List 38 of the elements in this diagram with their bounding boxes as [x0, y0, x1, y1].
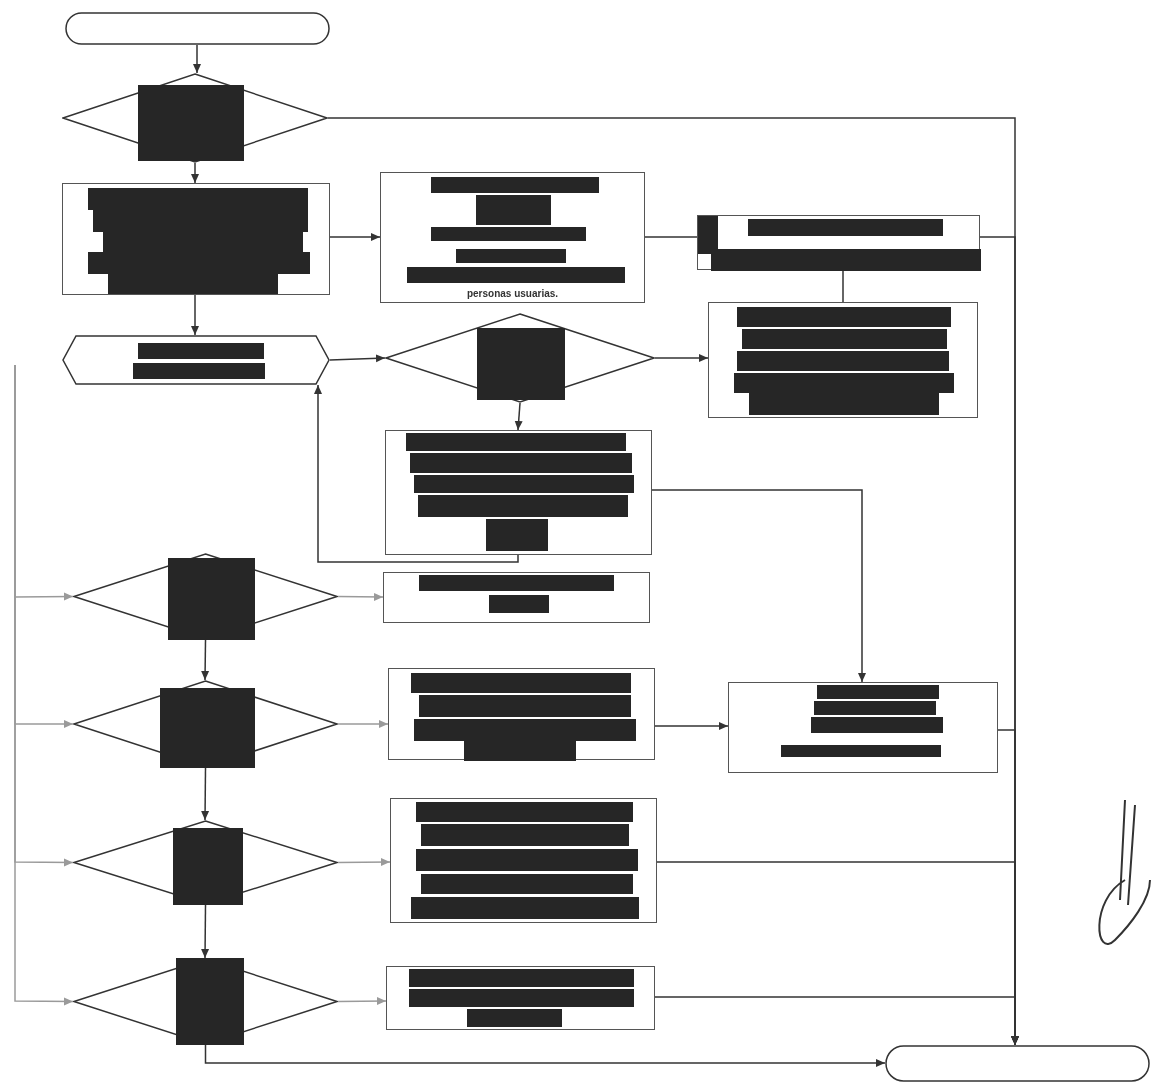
process-box	[380, 172, 645, 303]
process-box	[697, 215, 980, 270]
process-box	[390, 798, 657, 923]
connector-arrow	[979, 236, 1019, 1046]
decision-diamond	[73, 680, 338, 768]
process-box	[386, 966, 655, 1030]
connector-arrow	[337, 997, 387, 1006]
process-box	[388, 668, 655, 760]
connector-arrow	[204, 1044, 886, 1067]
connector-arrow	[14, 364, 74, 1006]
decision-diamond	[73, 820, 338, 905]
connector-arrow	[191, 162, 199, 184]
connector-arrow	[191, 294, 199, 336]
decision-diamond	[73, 553, 338, 640]
connector-arrow	[337, 592, 384, 601]
connector-arrow	[193, 44, 201, 74]
connector-arrow	[654, 722, 729, 730]
process-box	[383, 572, 650, 623]
preparation-hexagon	[62, 335, 330, 385]
connector-arrow	[201, 767, 210, 821]
process-box	[385, 430, 652, 555]
process-box	[708, 302, 978, 418]
process-box	[62, 183, 330, 295]
connector-arrow	[651, 489, 866, 683]
connector-arrow	[201, 904, 210, 959]
connector-arrow	[514, 402, 523, 431]
process-box	[728, 682, 998, 773]
connector-arrow	[337, 858, 391, 867]
node-text: personas usuarias.	[465, 289, 560, 299]
connector-arrow	[314, 384, 519, 563]
connector-arrow	[201, 639, 210, 681]
connector-arrow	[329, 354, 386, 363]
decision-diamond	[73, 958, 338, 1045]
connector-arrow	[337, 720, 389, 728]
connector-arrow	[654, 354, 709, 362]
decision-diamond	[385, 313, 655, 403]
connector-arrow	[329, 233, 381, 241]
decision-diamond	[62, 73, 328, 163]
